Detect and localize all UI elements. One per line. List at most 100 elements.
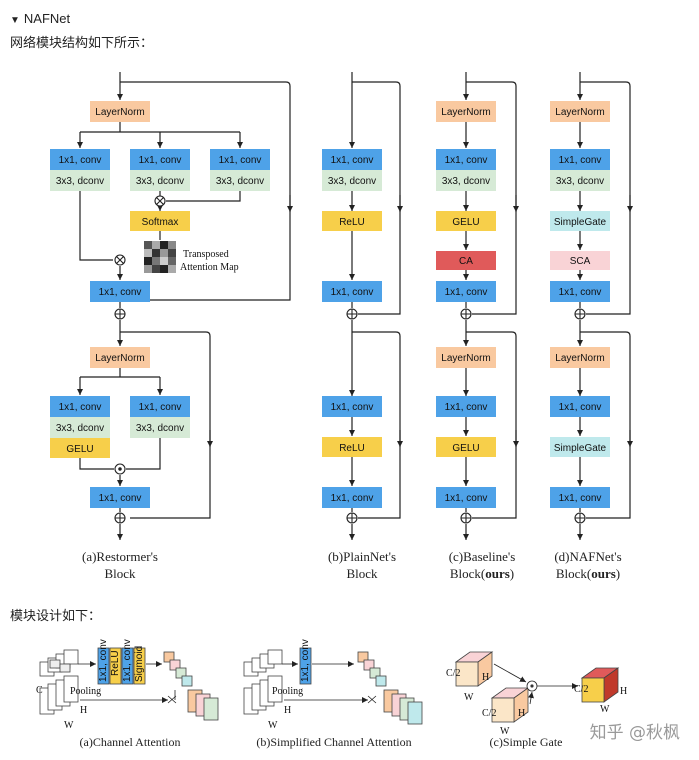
nafnet-boxes: LayerNorm 1x1, conv 3x3, dconv SimpleGat…: [550, 101, 610, 508]
layernorm-label: LayerNorm: [441, 353, 490, 364]
conv-label: 1x1, conv: [300, 639, 311, 682]
relu-label: ReLU: [339, 217, 365, 228]
caption-ca: (a)Channel Attention: [80, 735, 181, 749]
restormer-block: [77, 72, 293, 540]
sigmoid-label: Sigmoid: [134, 646, 145, 682]
conv-label: 1x1, conv: [98, 639, 109, 682]
dconv-label: 3x3, dconv: [328, 176, 376, 187]
baseline-block: [463, 72, 519, 540]
baseline-ops: [460, 308, 472, 524]
h-label: H: [284, 705, 291, 716]
transposed-label: Transposed: [183, 249, 229, 260]
relu-label: ReLU: [110, 650, 121, 676]
restormer-ops: [114, 195, 166, 524]
conv-label: 1x1, conv: [331, 155, 374, 166]
gelu-label: GELU: [452, 443, 479, 454]
plainnet-ops: [346, 308, 358, 524]
layernorm-label: LayerNorm: [95, 353, 144, 364]
relu-label: ReLU: [339, 443, 365, 454]
h-label: H: [482, 672, 489, 683]
conv-label: 1x1, conv: [445, 287, 488, 298]
conv-label: 1x1, conv: [445, 493, 488, 504]
h-label: H: [620, 686, 627, 697]
conv-label: 1x1, conv: [445, 155, 488, 166]
attention-map-grid: [144, 241, 176, 273]
conv-label: 1x1, conv: [59, 155, 102, 166]
conv-label: 1x1, conv: [122, 639, 133, 682]
simplegate-label: SimpleGate: [554, 217, 607, 228]
ca-op-labels: 1x1, conv ReLU 1x1, conv Sigmoid: [98, 639, 145, 682]
layernorm-label: LayerNorm: [95, 107, 144, 118]
baseline-boxes: LayerNorm 1x1, conv 3x3, dconv GELU CA 1…: [436, 101, 496, 508]
simplified-channel-attention-diagram: [243, 647, 423, 725]
design-title: 模块设计如下：: [10, 609, 102, 624]
conv-label: 1x1, conv: [445, 402, 488, 413]
intro-text: 网络模块结构如下所示：: [10, 36, 154, 51]
w-label: W: [64, 720, 74, 731]
layernorm-label: LayerNorm: [441, 107, 490, 118]
w-label: W: [600, 704, 610, 715]
layernorm-label: LayerNorm: [555, 107, 604, 118]
heading-text: NAFNet: [23, 11, 71, 26]
w-label: W: [268, 720, 278, 731]
h-label: H: [80, 705, 87, 716]
conv-label: 1x1, conv: [219, 155, 262, 166]
sca-label: SCA: [570, 256, 591, 267]
nafnet-ops: [574, 308, 586, 524]
conv-label: 1x1, conv: [331, 402, 374, 413]
conv-label: 1x1, conv: [331, 287, 374, 298]
gelu-label: GELU: [66, 444, 93, 455]
caption-baseline-2: Block(ours): [450, 566, 514, 581]
conv-label: 1x1, conv: [99, 287, 142, 298]
channel-attention-diagram: [39, 647, 219, 721]
attention-map-label: Attention Map: [180, 262, 239, 273]
dconv-label: 3x3, dconv: [56, 176, 104, 187]
conv-label: 1x1, conv: [331, 493, 374, 504]
nafnet-block: [577, 72, 633, 540]
layernorm-box: [90, 101, 150, 122]
caption-restormer-1: (a)Restormer's: [82, 549, 158, 564]
conv-label: 1x1, conv: [139, 402, 182, 413]
simple-gate-diagram: [454, 651, 620, 723]
caption-plainnet-2: Block: [346, 566, 378, 581]
dconv-label: 3x3, dconv: [216, 176, 264, 187]
dconv-label: 3x3, dconv: [556, 176, 604, 187]
watermark: 知乎 @秋枫: [590, 723, 680, 743]
conv-label: 1x1, conv: [559, 402, 602, 413]
gelu-label: GELU: [452, 217, 479, 228]
w-label: W: [500, 726, 510, 737]
caption-nafnet-1: (d)NAFNet's: [554, 549, 621, 564]
ca-label: CA: [459, 256, 473, 267]
restormer-boxes: LayerNorm 1x1, conv 3x3, dconv 1x1, conv…: [50, 101, 270, 508]
conv-label: 1x1, conv: [59, 402, 102, 413]
caption-sca: (b)Simplified Channel Attention: [256, 735, 411, 749]
c-half-label: C/2: [482, 708, 496, 719]
section-heading[interactable]: ▼NAFNet: [10, 11, 70, 26]
caption-gate: (c)Simple Gate: [490, 735, 563, 749]
c-label: C: [36, 685, 43, 696]
simplegate-label: SimpleGate: [554, 443, 607, 454]
dconv-label: 3x3, dconv: [442, 176, 490, 187]
caption-restormer-2: Block: [104, 566, 136, 581]
dconv-label: 3x3, dconv: [136, 423, 184, 434]
h-label: H: [518, 708, 525, 719]
w-label: W: [464, 692, 474, 703]
conv-label: 1x1, conv: [559, 287, 602, 298]
conv-label: 1x1, conv: [99, 493, 142, 504]
caption-plainnet-1: (b)PlainNet's: [328, 549, 396, 564]
dconv-label: 3x3, dconv: [56, 423, 104, 434]
layernorm-label: LayerNorm: [555, 353, 604, 364]
caret-down-icon[interactable]: ▼: [10, 15, 20, 26]
conv-label: 1x1, conv: [139, 155, 182, 166]
plainnet-boxes: 1x1, conv 3x3, dconv ReLU 1x1, conv 1x1,…: [322, 149, 382, 508]
softmax-label: Softmax: [142, 217, 179, 228]
c-half-label: C/2: [574, 684, 588, 695]
conv-label: 1x1, conv: [559, 155, 602, 166]
c-half-label: C/2: [446, 668, 460, 679]
caption-baseline-1: (c)Baseline's: [449, 549, 516, 564]
pooling-label: Pooling: [272, 686, 303, 697]
pooling-label: Pooling: [70, 686, 101, 697]
caption-nafnet-2: Block(ours): [556, 566, 620, 581]
plainnet-block: [349, 72, 403, 540]
